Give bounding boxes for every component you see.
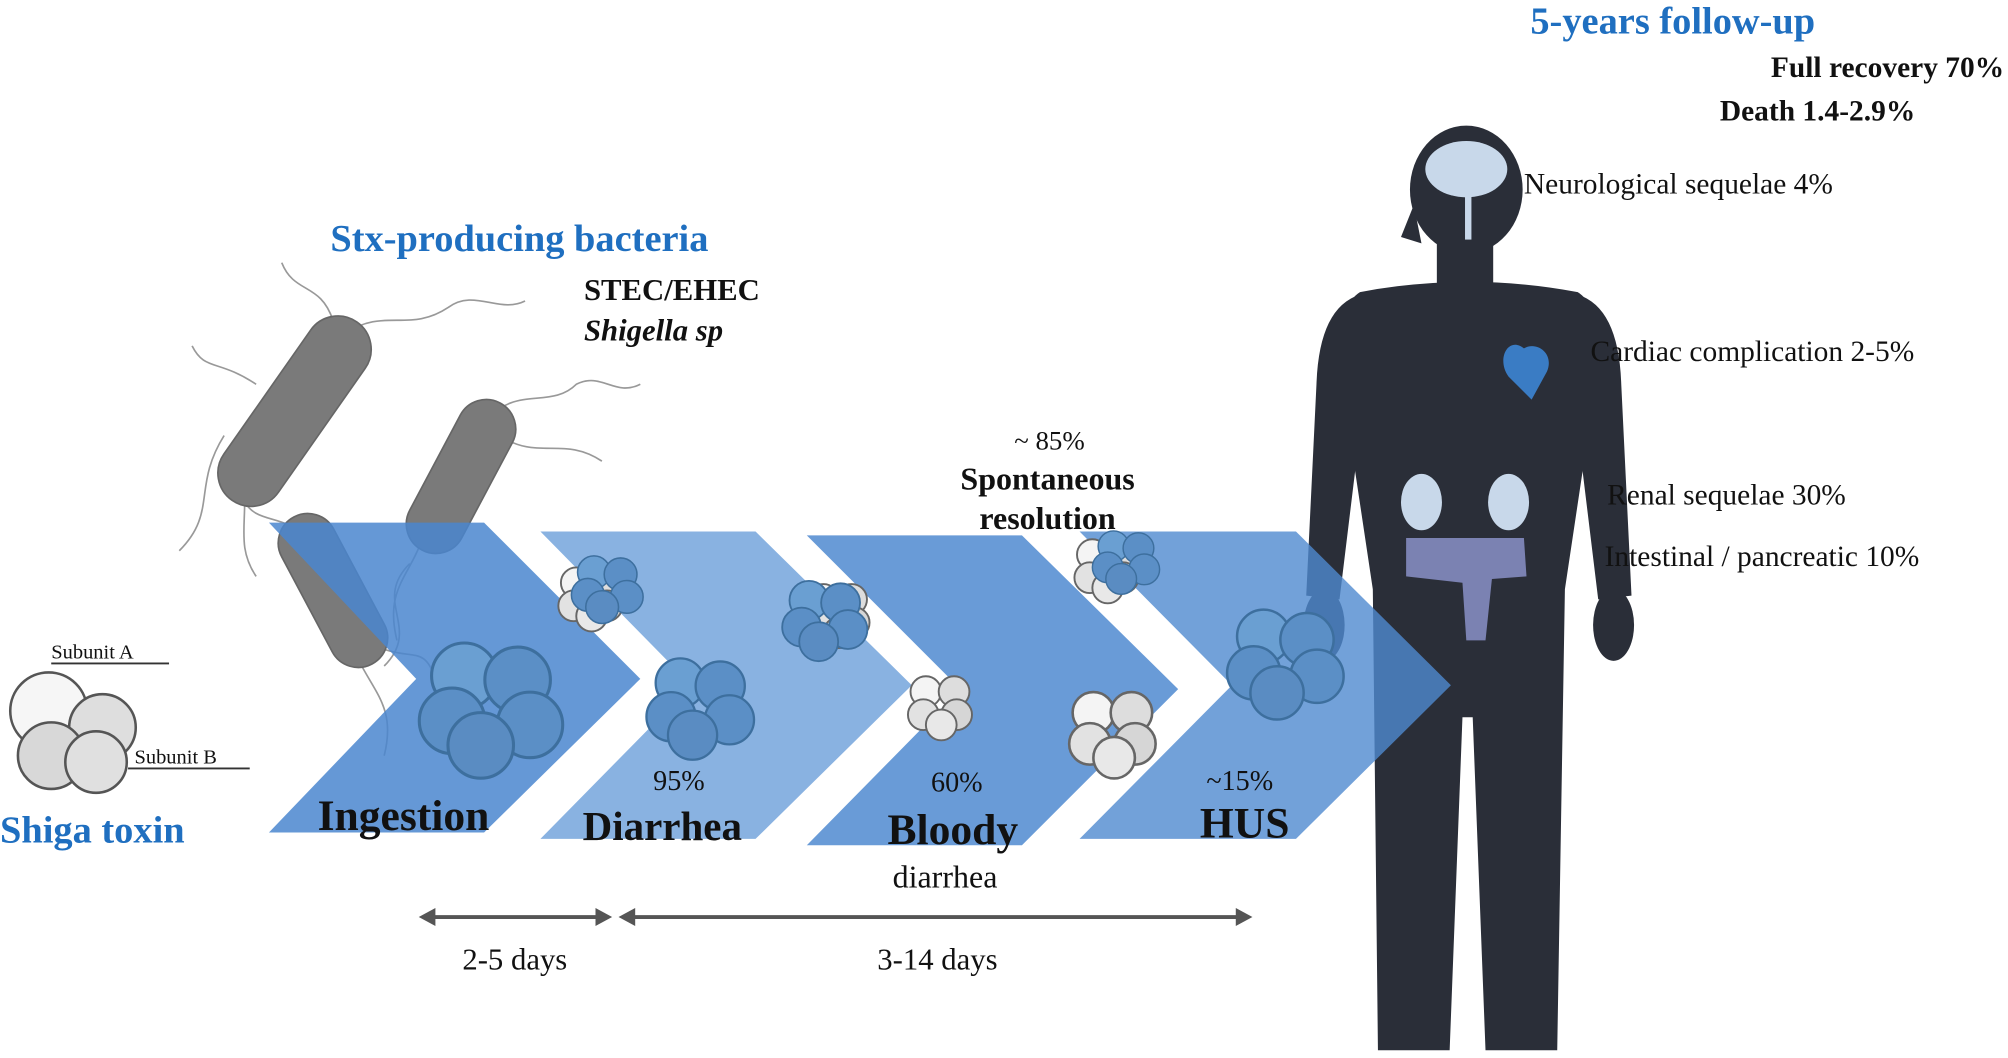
stage-diarrhea-percent: 95% xyxy=(653,766,705,797)
heart-icon xyxy=(1503,344,1549,400)
subunit-a-label: Subunit A xyxy=(51,641,134,663)
resolution-line2: resolution xyxy=(979,500,1116,536)
followup-full-recovery: Full recovery 70% xyxy=(1771,52,2004,84)
followup-cardiac: Cardiac complication 2-5% xyxy=(1591,336,1915,368)
chevron-bloody xyxy=(806,535,1179,846)
stage-hus-percent: ~15% xyxy=(1206,766,1273,797)
stage-hus-label: HUS xyxy=(1200,800,1290,848)
bacteria-shigella: Shigella sp xyxy=(584,314,723,348)
resolution-line1: Spontaneous xyxy=(960,460,1134,496)
stage-bloody-sublabel: diarrhea xyxy=(893,859,998,895)
subunit-b-label: Subunit B xyxy=(134,746,216,768)
resolution-percent: ~ 85% xyxy=(1014,426,1085,456)
timeline-label-3-14-days: 3-14 days xyxy=(877,943,997,977)
kidneys-icon xyxy=(1400,473,1530,531)
followup-death: Death 1.4-2.9% xyxy=(1720,95,1915,127)
followup-renal: Renal sequelae 30% xyxy=(1607,480,1846,512)
shiga-toxin-icon xyxy=(8,662,250,795)
stage-bloody-label: Bloody xyxy=(887,806,1018,854)
intestine-icon xyxy=(1406,537,1527,641)
brain-icon xyxy=(1425,140,1508,240)
stage-ingestion-label: Ingestion xyxy=(318,792,490,840)
bacteria-stec-ehec: STEC/EHEC xyxy=(584,273,760,307)
timeline-label-2-5-days: 2-5 days xyxy=(462,943,567,977)
shiga-toxin-title: Shiga toxin xyxy=(0,810,185,852)
followup-intestinal: Intestinal / pancreatic 10% xyxy=(1605,541,1920,573)
stage-diarrhea-label: Diarrhea xyxy=(583,803,742,849)
bacteria-title: Stx-producing bacteria xyxy=(330,218,708,260)
followup-title: 5-years follow-up xyxy=(1530,0,1815,42)
stage-bloody-percent: 60% xyxy=(931,768,983,799)
followup-neurological: Neurological sequelae 4% xyxy=(1524,168,1833,200)
timeline-arrows xyxy=(418,908,1253,926)
